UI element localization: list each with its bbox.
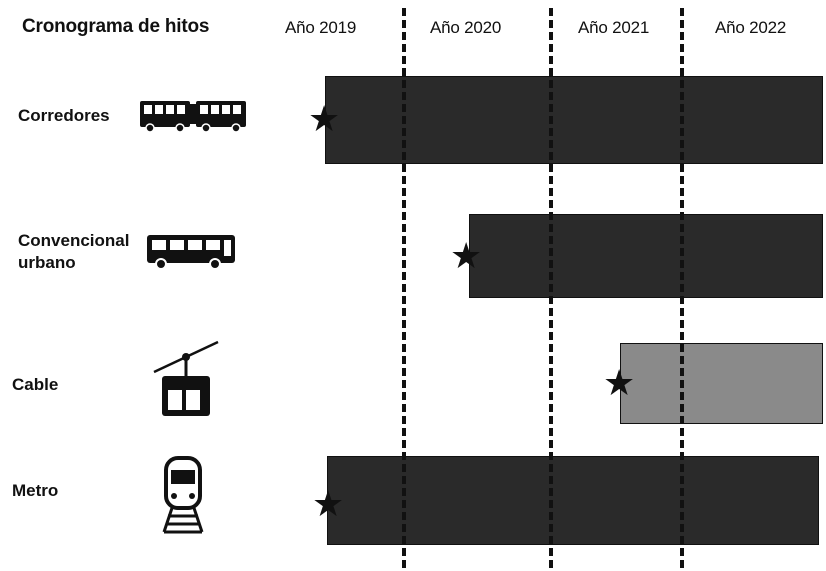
star-icon: ★	[603, 362, 636, 403]
star-icon: ★	[312, 483, 345, 524]
cable-car-icon	[153, 340, 219, 416]
train-icon	[162, 456, 204, 534]
row-label-metro: Metro	[12, 481, 59, 500]
year-label-2019: Año 2019	[285, 18, 357, 37]
star-icon: ★	[308, 98, 341, 139]
year-divider-2019-2020	[402, 8, 406, 568]
bus-icon	[147, 235, 235, 270]
bar-corredores	[325, 76, 823, 164]
row-label-convencional: Convencional	[18, 231, 130, 250]
bar-convencional-urbano	[469, 214, 823, 298]
bar-cable	[620, 343, 823, 424]
row-label-urbano: urbano	[18, 253, 76, 272]
chart-title: Cronograma de hitos	[22, 16, 210, 37]
row-label-corredores: Corredores	[18, 106, 110, 125]
year-label-2020: Año 2020	[430, 18, 502, 37]
year-divider-2020-2021	[549, 8, 553, 568]
bar-metro	[327, 456, 819, 545]
star-icon: ★	[450, 235, 483, 276]
articulated-bus-icon	[140, 101, 246, 133]
year-label-2022: Año 2022	[715, 18, 787, 37]
year-label-2021: Año 2021	[578, 18, 650, 37]
year-divider-2021-2022	[680, 8, 684, 568]
row-label-cable: Cable	[12, 375, 59, 394]
